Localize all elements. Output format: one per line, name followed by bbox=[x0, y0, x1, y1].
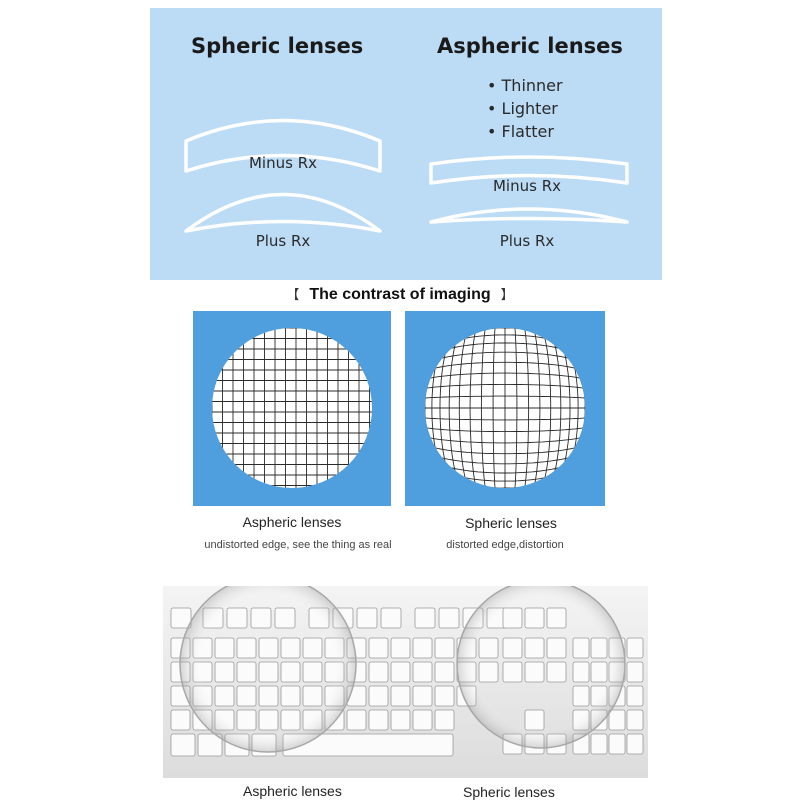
numpad-key bbox=[626, 733, 644, 755]
benefit-flatter: • Flatter bbox=[487, 122, 554, 141]
keyboard-comparison-photo bbox=[163, 586, 648, 778]
heading-bracket-close: 】 bbox=[500, 287, 514, 302]
key bbox=[368, 709, 389, 731]
aspheric-minus-lens-shape bbox=[429, 155, 629, 185]
key bbox=[414, 607, 436, 629]
key bbox=[390, 637, 411, 659]
spheric-minus-label: Minus Rx bbox=[248, 154, 317, 172]
aspheric-image-caption: undistorted edge, see the thing as real bbox=[204, 539, 392, 551]
key bbox=[380, 607, 402, 629]
grid-curve bbox=[425, 417, 585, 421]
lens-comparison-panel bbox=[150, 8, 662, 280]
numpad-key bbox=[626, 709, 644, 731]
aspheric-minus-label: Minus Rx bbox=[492, 177, 561, 195]
aspheric-grid-image bbox=[193, 311, 391, 506]
numpad-key bbox=[590, 733, 608, 755]
key bbox=[434, 709, 455, 731]
heading-bracket-open: 【 bbox=[286, 287, 300, 302]
key bbox=[368, 661, 389, 683]
key bbox=[438, 607, 460, 629]
numpad-key bbox=[626, 661, 644, 683]
key bbox=[390, 709, 411, 731]
contrast-heading: 【 The contrast of imaging 】 bbox=[0, 284, 800, 304]
grid-curve bbox=[549, 331, 562, 485]
numpad-key bbox=[626, 637, 644, 659]
key bbox=[434, 637, 455, 659]
spheric-minus-lens-shape bbox=[184, 118, 382, 173]
key bbox=[412, 637, 433, 659]
lens-cross-sections bbox=[184, 118, 629, 233]
grid-curve bbox=[428, 452, 582, 465]
grid-curve bbox=[425, 436, 585, 444]
contrast-heading-text: The contrast of imaging bbox=[309, 286, 491, 303]
aspheric-plus-lens-shape bbox=[429, 207, 629, 224]
key bbox=[412, 709, 433, 731]
key bbox=[368, 637, 389, 659]
key bbox=[412, 685, 433, 707]
grid-curve bbox=[523, 328, 530, 488]
key bbox=[434, 685, 455, 707]
grid-curve bbox=[426, 444, 584, 455]
key bbox=[170, 733, 196, 757]
spheric-image-title: Spheric lenses bbox=[465, 515, 557, 531]
grid-curve bbox=[541, 329, 552, 487]
spheric-plus-label: Plus Rx bbox=[255, 232, 311, 250]
keyboard-aspheric-label: Aspheric lenses bbox=[243, 783, 342, 799]
key bbox=[346, 709, 367, 731]
spheric-distorted-grid bbox=[425, 328, 585, 488]
spheric-plus-lens-shape bbox=[184, 192, 382, 233]
aspheric-benefits-list: • Thinner • Lighter • Flatter bbox=[487, 74, 563, 143]
keyboard-spheric-label: Spheric lenses bbox=[463, 784, 555, 800]
key bbox=[412, 661, 433, 683]
benefit-thinner: • Thinner bbox=[487, 76, 563, 95]
key bbox=[390, 685, 411, 707]
spheric-grid-image bbox=[405, 311, 605, 506]
key bbox=[170, 709, 191, 731]
key bbox=[170, 607, 192, 629]
grid-curve bbox=[533, 328, 541, 488]
key bbox=[390, 661, 411, 683]
numpad-key bbox=[608, 709, 626, 731]
spheric-magnifier bbox=[456, 586, 626, 749]
grid-curve bbox=[514, 328, 518, 488]
spheric-title: Spheric lenses bbox=[191, 34, 364, 58]
numpad-key bbox=[608, 733, 626, 755]
aspheric-title: Aspheric lenses bbox=[437, 34, 623, 58]
key bbox=[434, 661, 455, 683]
numpad-key bbox=[626, 685, 644, 707]
benefit-lighter: • Lighter bbox=[487, 99, 558, 118]
aspheric-image-title: Aspheric lenses bbox=[242, 514, 342, 530]
key bbox=[197, 733, 223, 757]
aspheric-magnifier bbox=[179, 586, 357, 753]
aspheric-grid-circle bbox=[212, 328, 372, 488]
key bbox=[368, 685, 389, 707]
grid-curve bbox=[425, 426, 585, 433]
key bbox=[356, 607, 378, 629]
spheric-image-caption: distorted edge,distortion bbox=[446, 539, 564, 551]
aspheric-plus-label: Plus Rx bbox=[499, 232, 555, 250]
